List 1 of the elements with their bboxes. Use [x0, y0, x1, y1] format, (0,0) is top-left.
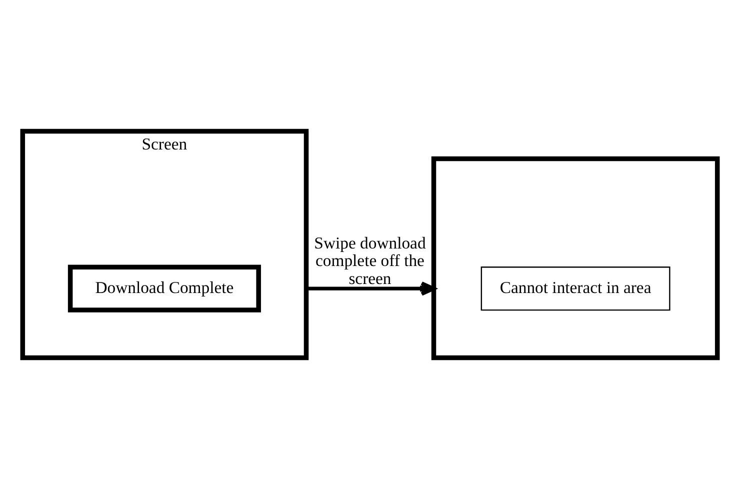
edge-label: Swipe download complete off the screen: [314, 232, 426, 288]
